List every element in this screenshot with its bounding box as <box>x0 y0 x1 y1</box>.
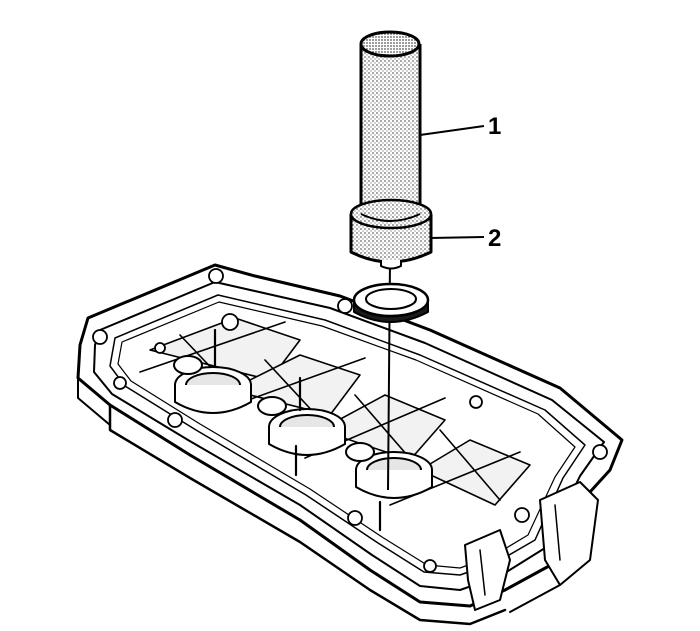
callout-1-leader <box>419 125 485 136</box>
spark-plug-tower-3 <box>345 442 433 499</box>
cover-end-bracket <box>539 481 599 586</box>
cover-studs <box>213 328 382 532</box>
spark-plug-tube-seal <box>352 282 430 323</box>
callout-1: 1 <box>419 113 501 140</box>
installer-tool-handle <box>359 44 422 227</box>
camshaft-cover <box>76 263 624 626</box>
callout-2-label: 2 <box>488 225 501 252</box>
bolt-bosses <box>92 268 608 573</box>
seal-driver-head <box>349 198 433 270</box>
callout-2: 2 <box>429 225 501 252</box>
callout-2-leader <box>429 236 485 239</box>
spark-plug-tower-2 <box>257 396 346 456</box>
installer-tool-top <box>359 30 421 58</box>
installer-tool <box>349 30 433 270</box>
callout-1-label: 1 <box>488 113 501 140</box>
spark-plug-tower-1 <box>173 355 252 414</box>
